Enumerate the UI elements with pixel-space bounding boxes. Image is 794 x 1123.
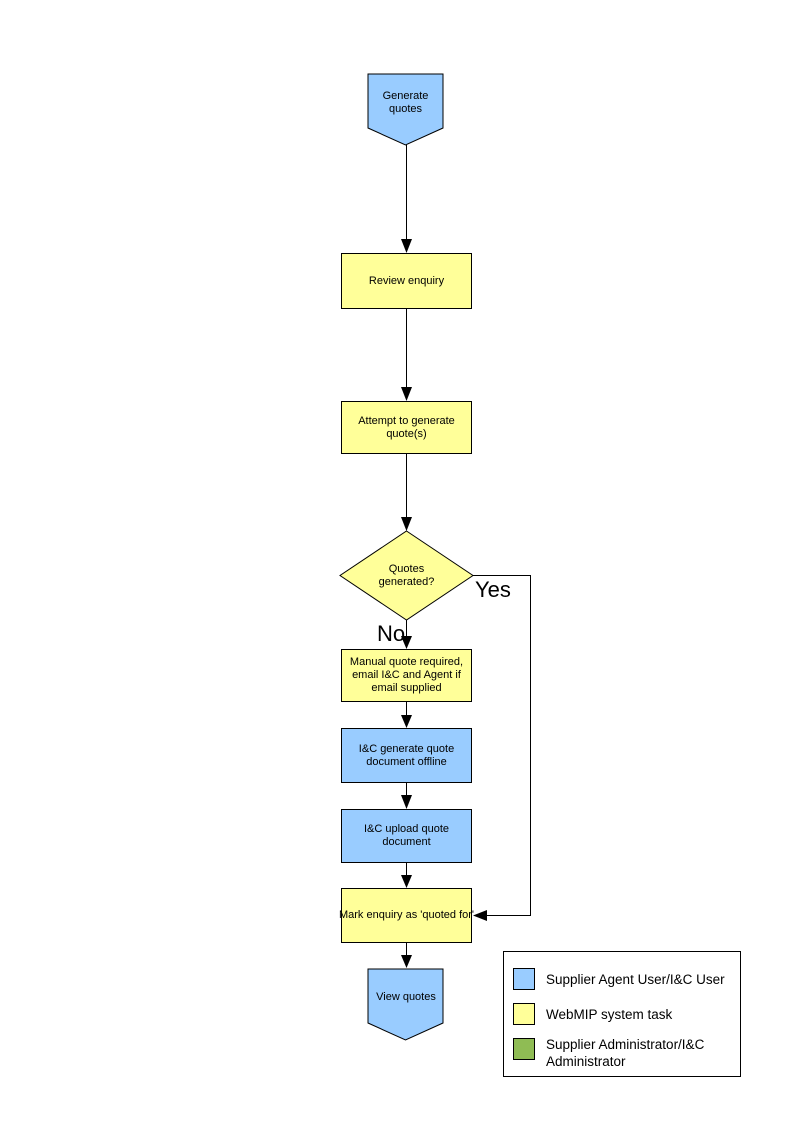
legend-label-user-task: Supplier Agent User/I&C User <box>546 972 725 987</box>
connector-manual-offline <box>401 702 412 728</box>
arrowhead-down-icon <box>401 955 412 968</box>
arrowhead-down-icon <box>401 517 412 531</box>
legend-swatch-system-task <box>513 1003 535 1025</box>
node-manual-quote-required: Manual quote required, email I&C and Age… <box>341 649 472 702</box>
node-ic-upload-quote-document: I&C upload quote document <box>341 809 472 863</box>
arrowhead-left-icon <box>473 910 487 921</box>
arrowhead-down-icon <box>401 239 412 253</box>
node-attempt-generate-quotes: Attempt to generate quote(s) <box>341 401 472 454</box>
connector-upload-mark <box>401 863 412 888</box>
branch-label-yes: Yes <box>475 577 511 602</box>
decision-diamond-shape <box>339 530 474 621</box>
legend-label-admin-task: Supplier Administrator/I&C Administrator <box>546 1037 705 1069</box>
node-ic-generate-quote-offline: I&C generate quote document offline <box>341 728 472 783</box>
connector-attempt-decision <box>401 454 412 531</box>
connector-mark-view <box>401 943 412 968</box>
arrowhead-down-icon <box>401 715 412 728</box>
arrowhead-down-icon <box>401 875 412 888</box>
connector-decision-yes-mark <box>473 575 531 921</box>
end-offpage-shape <box>367 968 444 1041</box>
arrowhead-down-icon <box>401 636 412 649</box>
node-quotes-generated-label: Quotes generated? <box>378 562 435 588</box>
connector-review-attempt <box>401 309 412 401</box>
connector-decision-no-manual <box>401 620 412 649</box>
legend-swatch-user-task <box>513 968 535 990</box>
legend-swatch-admin-task <box>513 1038 535 1060</box>
arrowhead-down-icon <box>401 387 412 401</box>
legend-box: Supplier Agent User/I&C User WebMIP syst… <box>503 951 741 1077</box>
node-view-quotes-label: View quotes <box>376 990 436 1003</box>
branch-label-no: No <box>377 621 406 646</box>
start-offpage-shape <box>367 73 444 146</box>
node-mark-enquiry-quoted-for: Mark enquiry as 'quoted for' <box>339 888 474 943</box>
arrowhead-down-icon <box>401 795 412 809</box>
node-generate-quotes-label: Generate quotes <box>382 90 429 115</box>
legend-label-system-task: WebMIP system task <box>546 1007 673 1022</box>
connector-offline-upload <box>401 783 412 809</box>
connector-start-review <box>401 145 412 253</box>
node-review-enquiry: Review enquiry <box>341 253 472 309</box>
